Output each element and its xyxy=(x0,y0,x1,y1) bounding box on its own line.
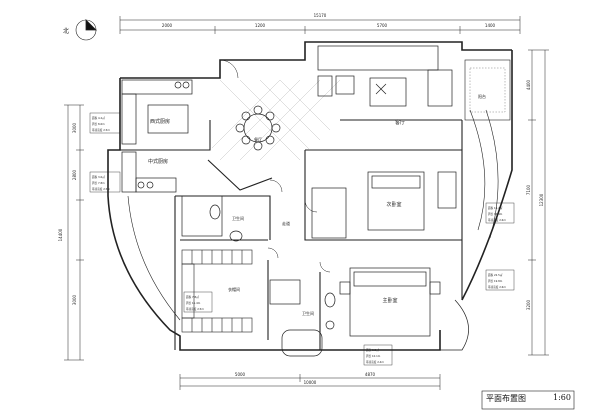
dim-top-seg2: 1200 xyxy=(255,23,266,28)
living-furniture xyxy=(317,45,453,107)
dim-bottom-overall: 10000 xyxy=(304,380,317,385)
tag-cloakroom-3: 吊顶高度 2.5m xyxy=(186,307,204,311)
second-bedroom-furniture xyxy=(311,171,457,239)
tag-second-bedroom-2: 周长 16.4m xyxy=(488,212,503,216)
room-dining: 餐厅 xyxy=(254,136,262,142)
tag-second-bedroom-3: 吊顶高度 2.6m xyxy=(488,218,506,222)
title-block-frame xyxy=(481,390,575,410)
room-cloakroom: 衣帽间 xyxy=(228,286,240,292)
room-western-kitchen: 西式厨房 xyxy=(150,118,170,125)
cloakroom-shelves xyxy=(181,249,253,333)
drawing-title: 平面布置图 xyxy=(486,394,526,403)
interior-walls xyxy=(120,119,463,350)
tag-chinese-kitchen-3: 吊顶高度 2.5m xyxy=(92,187,110,191)
north-arrow-icon xyxy=(75,19,97,41)
dim-left-seg1: 3000 xyxy=(72,122,77,133)
room-chinese-kitchen: 中式厨房 xyxy=(148,158,168,165)
dim-left-seg3: 3000 xyxy=(72,294,77,305)
left-dimension-lines xyxy=(64,104,84,361)
tag-kitchen-2: 周长 8.6m xyxy=(92,122,105,126)
room-second-bedroom: 次卧室 xyxy=(386,201,401,208)
master-bedroom-furniture xyxy=(339,267,469,351)
dim-top-seg3: 5700 xyxy=(377,23,388,28)
dim-bottom-seg1: 5000 xyxy=(235,372,246,377)
dim-right-overall: 12300 xyxy=(539,193,544,206)
dim-right-seg2: 7100 xyxy=(526,184,531,195)
tag-master-bedroom-2: 周长 19.8m xyxy=(488,279,503,283)
room-master-bedroom: 主卧室 xyxy=(382,297,397,304)
bottom-dimension-lines xyxy=(179,374,441,390)
tag-master-bedroom-1: 面积 22.5㎡ xyxy=(488,273,503,277)
dim-left-overall: 14400 xyxy=(58,228,63,241)
dim-top-overall: 15170 xyxy=(314,13,327,18)
dim-right-seg1: 4400 xyxy=(526,79,531,90)
tag-chinese-kitchen-1: 面积 3.6㎡ xyxy=(92,175,105,179)
curved-facade xyxy=(127,109,499,321)
right-dimension-lines xyxy=(528,49,549,356)
tag-bathroom-3: 吊顶高度 2.4m xyxy=(366,360,384,364)
tag-second-bedroom-1: 面积 15.2㎡ xyxy=(488,206,503,210)
dim-top-seg1: 2000 xyxy=(162,23,173,28)
tag-kitchen-3: 吊顶高度 2.5m xyxy=(92,128,110,132)
room-bathroom: 卫生间 xyxy=(302,310,314,316)
dim-left-seg2: 2800 xyxy=(72,169,77,180)
tag-bathroom-1: 面积 6.2㎡ xyxy=(366,348,379,352)
dim-right-seg3: 3200 xyxy=(526,299,531,310)
door-swings xyxy=(219,59,331,273)
room-balcony: 阳台 xyxy=(478,93,486,99)
dining-table xyxy=(235,105,281,151)
north-label: 北 xyxy=(63,27,69,35)
kitchen-counters xyxy=(121,79,193,193)
room-corridor: 走道 xyxy=(282,220,290,226)
area-tag-frames xyxy=(89,112,515,366)
dim-top-seg4: 1400 xyxy=(485,23,496,28)
top-dimension-lines xyxy=(119,16,521,34)
tile-pattern xyxy=(211,79,341,161)
bathroom-fixtures xyxy=(181,195,336,357)
tag-kitchen-1: 面积 4.2㎡ xyxy=(92,116,105,120)
room-guest-bath: 卫生间 xyxy=(232,215,244,221)
tag-master-bedroom-3: 吊顶高度 2.6m xyxy=(488,285,506,289)
drawing-scale: 1:60 xyxy=(553,393,571,402)
tag-bathroom-2: 周长 10.1m xyxy=(366,354,381,358)
tag-cloakroom-2: 周长 11.4m xyxy=(186,301,201,305)
dim-bottom-seg2: 4870 xyxy=(365,372,376,377)
tag-cloakroom-1: 面积 7.8㎡ xyxy=(186,295,199,299)
exterior-walls xyxy=(107,41,513,351)
tag-chinese-kitchen-2: 周长 7.8m xyxy=(92,181,105,185)
balcony-area xyxy=(464,59,511,121)
room-living: 客厅 xyxy=(395,119,405,126)
